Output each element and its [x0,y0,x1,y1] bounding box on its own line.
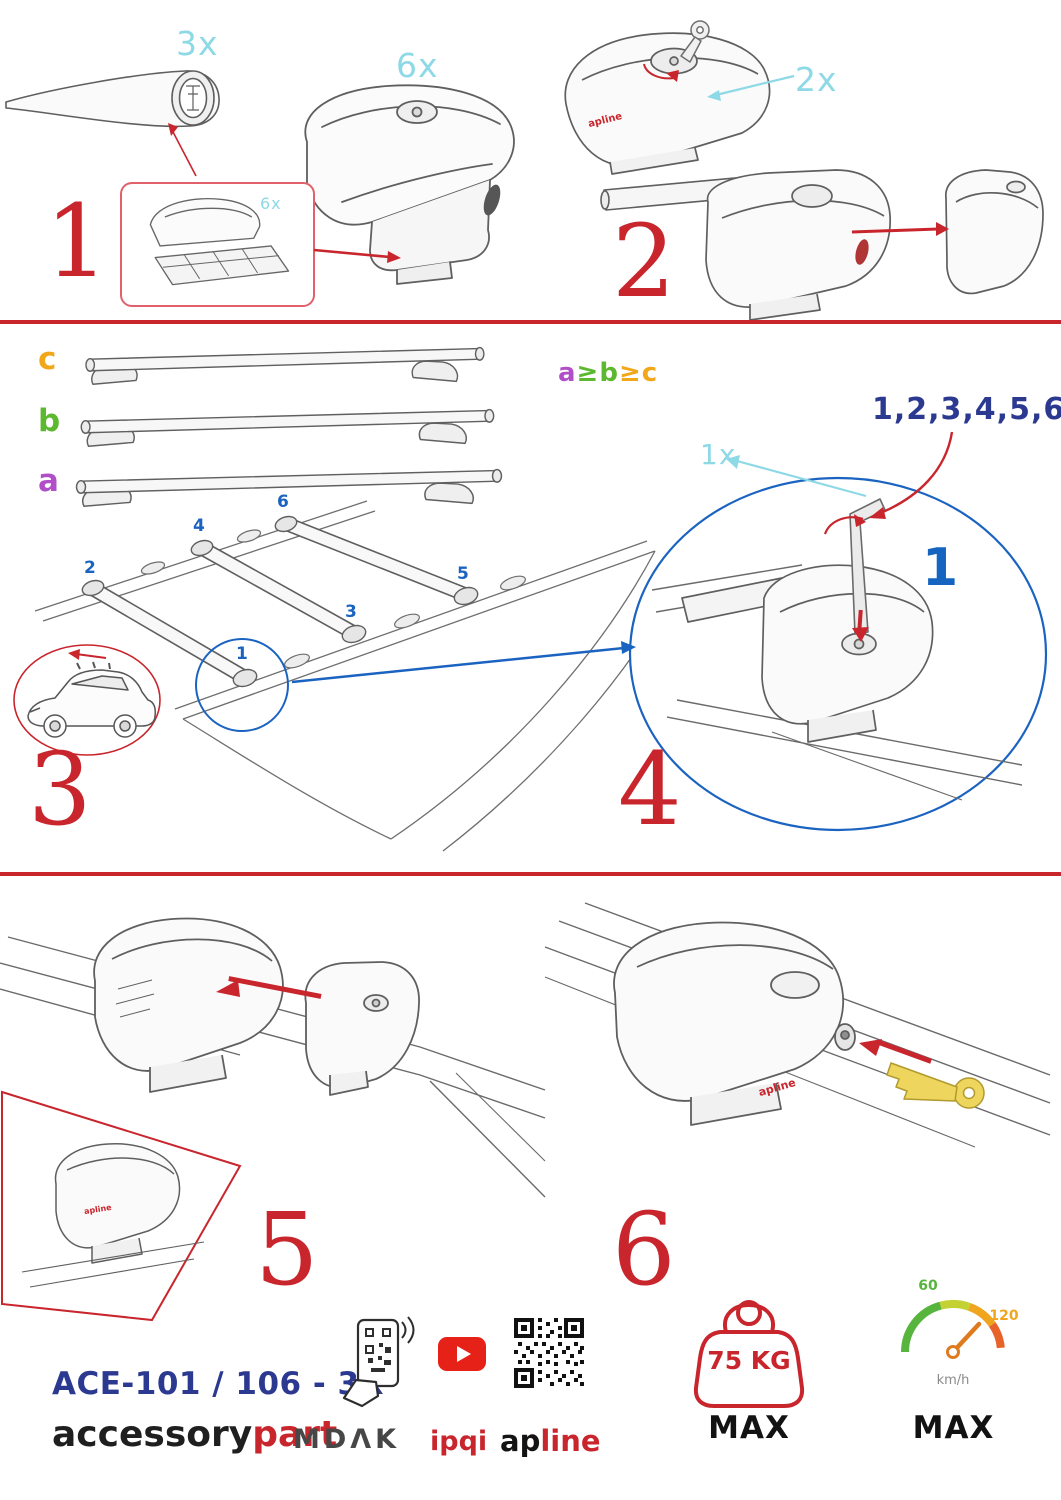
bar-end-number-6: 6 [277,492,289,512]
apline-red: line [540,1424,601,1458]
foot-drawing-step1 [304,84,515,285]
step-number-4: 4 [618,731,682,848]
youtube-icon [438,1337,486,1371]
insert-key-arrow [859,1039,932,1064]
ipqi-logo: ipqi [430,1426,488,1457]
step-number-2: 2 [612,203,676,320]
qty-label-feet: 6x [396,46,439,85]
step-number-5: 5 [255,1191,319,1308]
qty-label-keys: 2x [795,60,838,99]
brand-wordmark: accessorypart [52,1414,337,1455]
crossbar-drawing-c [85,346,485,385]
speed-unit-label: km/h [937,1373,970,1388]
brand-black: accessory [52,1414,253,1455]
bar-end-number-3: 3 [345,602,357,622]
speed-max-label: MAX [912,1410,995,1446]
bar-length-label-b: b [38,403,61,439]
foot-inset-panel [1,1090,242,1322]
bar-end-number-4: 4 [193,516,205,536]
mount-detail-drawing [628,476,1048,832]
tighten-sequence-label: 1,2,3,4,5,6 [872,392,1061,427]
weight-max-label: MAX [708,1410,790,1446]
foot-lock-drawing [544,902,1051,1148]
qty-label-hex-key: 1x [700,438,737,471]
order-a: a [558,358,577,388]
qr-code-icon [512,1316,586,1390]
speed-low-label: 60 [918,1278,938,1294]
step-number-1: 1 [45,183,109,300]
order-geq-2: ≥ [618,358,642,388]
weight-limit-icon [693,1300,805,1408]
bar-end-number-2: 2 [84,558,96,578]
foot-with-key-drawing [564,20,771,175]
scan-qr-phone-icon [342,1316,415,1408]
car-roof-drawing [34,500,676,852]
step-number-3: 3 [28,731,92,848]
qty-label-bars: 3x [176,24,219,63]
bar-end-number-1: 1 [236,644,248,664]
qty-label-pads: 6x [260,194,282,213]
bar-length-label-c: c [38,341,57,377]
speed-limit-icon: 60 120 km/h [901,1278,1019,1388]
order-c: c [641,358,659,388]
step-number-6: 6 [612,1191,676,1308]
speed-high-label: 120 [989,1308,1018,1324]
foot-cap-assembly-drawing [600,169,1044,321]
rail-clamp-drawing [0,917,546,1198]
weight-limit-value: 75 KG [707,1346,791,1375]
insert-arrow [852,609,869,642]
sequence-highlight-number: 1 [922,538,959,598]
crossbar-drawing-b [80,408,495,447]
product-model-label: ACE-101 / 106 - 3X [52,1366,385,1402]
section-divider-1 [0,320,1061,324]
mdak-logo: MDΛK [293,1424,401,1455]
crossbar-end-drawing [5,70,220,128]
order-b: b [599,358,619,388]
apline-logo: apline [500,1424,601,1458]
crossbar-drawing-a [75,468,503,507]
bar-end-number-5: 5 [457,564,469,584]
section-divider-2 [0,872,1061,876]
bar-length-label-a: a [38,463,59,499]
foot-1-highlight-circle [195,638,289,732]
car-overview-drawing [13,644,161,756]
brand-red: part [252,1414,338,1455]
apline-black: ap [500,1424,541,1458]
key-icon [680,20,710,63]
order-geq-1: ≥ [576,358,600,388]
pad-detail-box: 6x [120,182,315,307]
rotate-arrow [643,63,675,80]
key-icon [886,1062,985,1109]
length-order-note: a≥b≥c [558,358,658,388]
slide-arrow [216,976,322,999]
rubber-pad-drawing [149,198,290,286]
